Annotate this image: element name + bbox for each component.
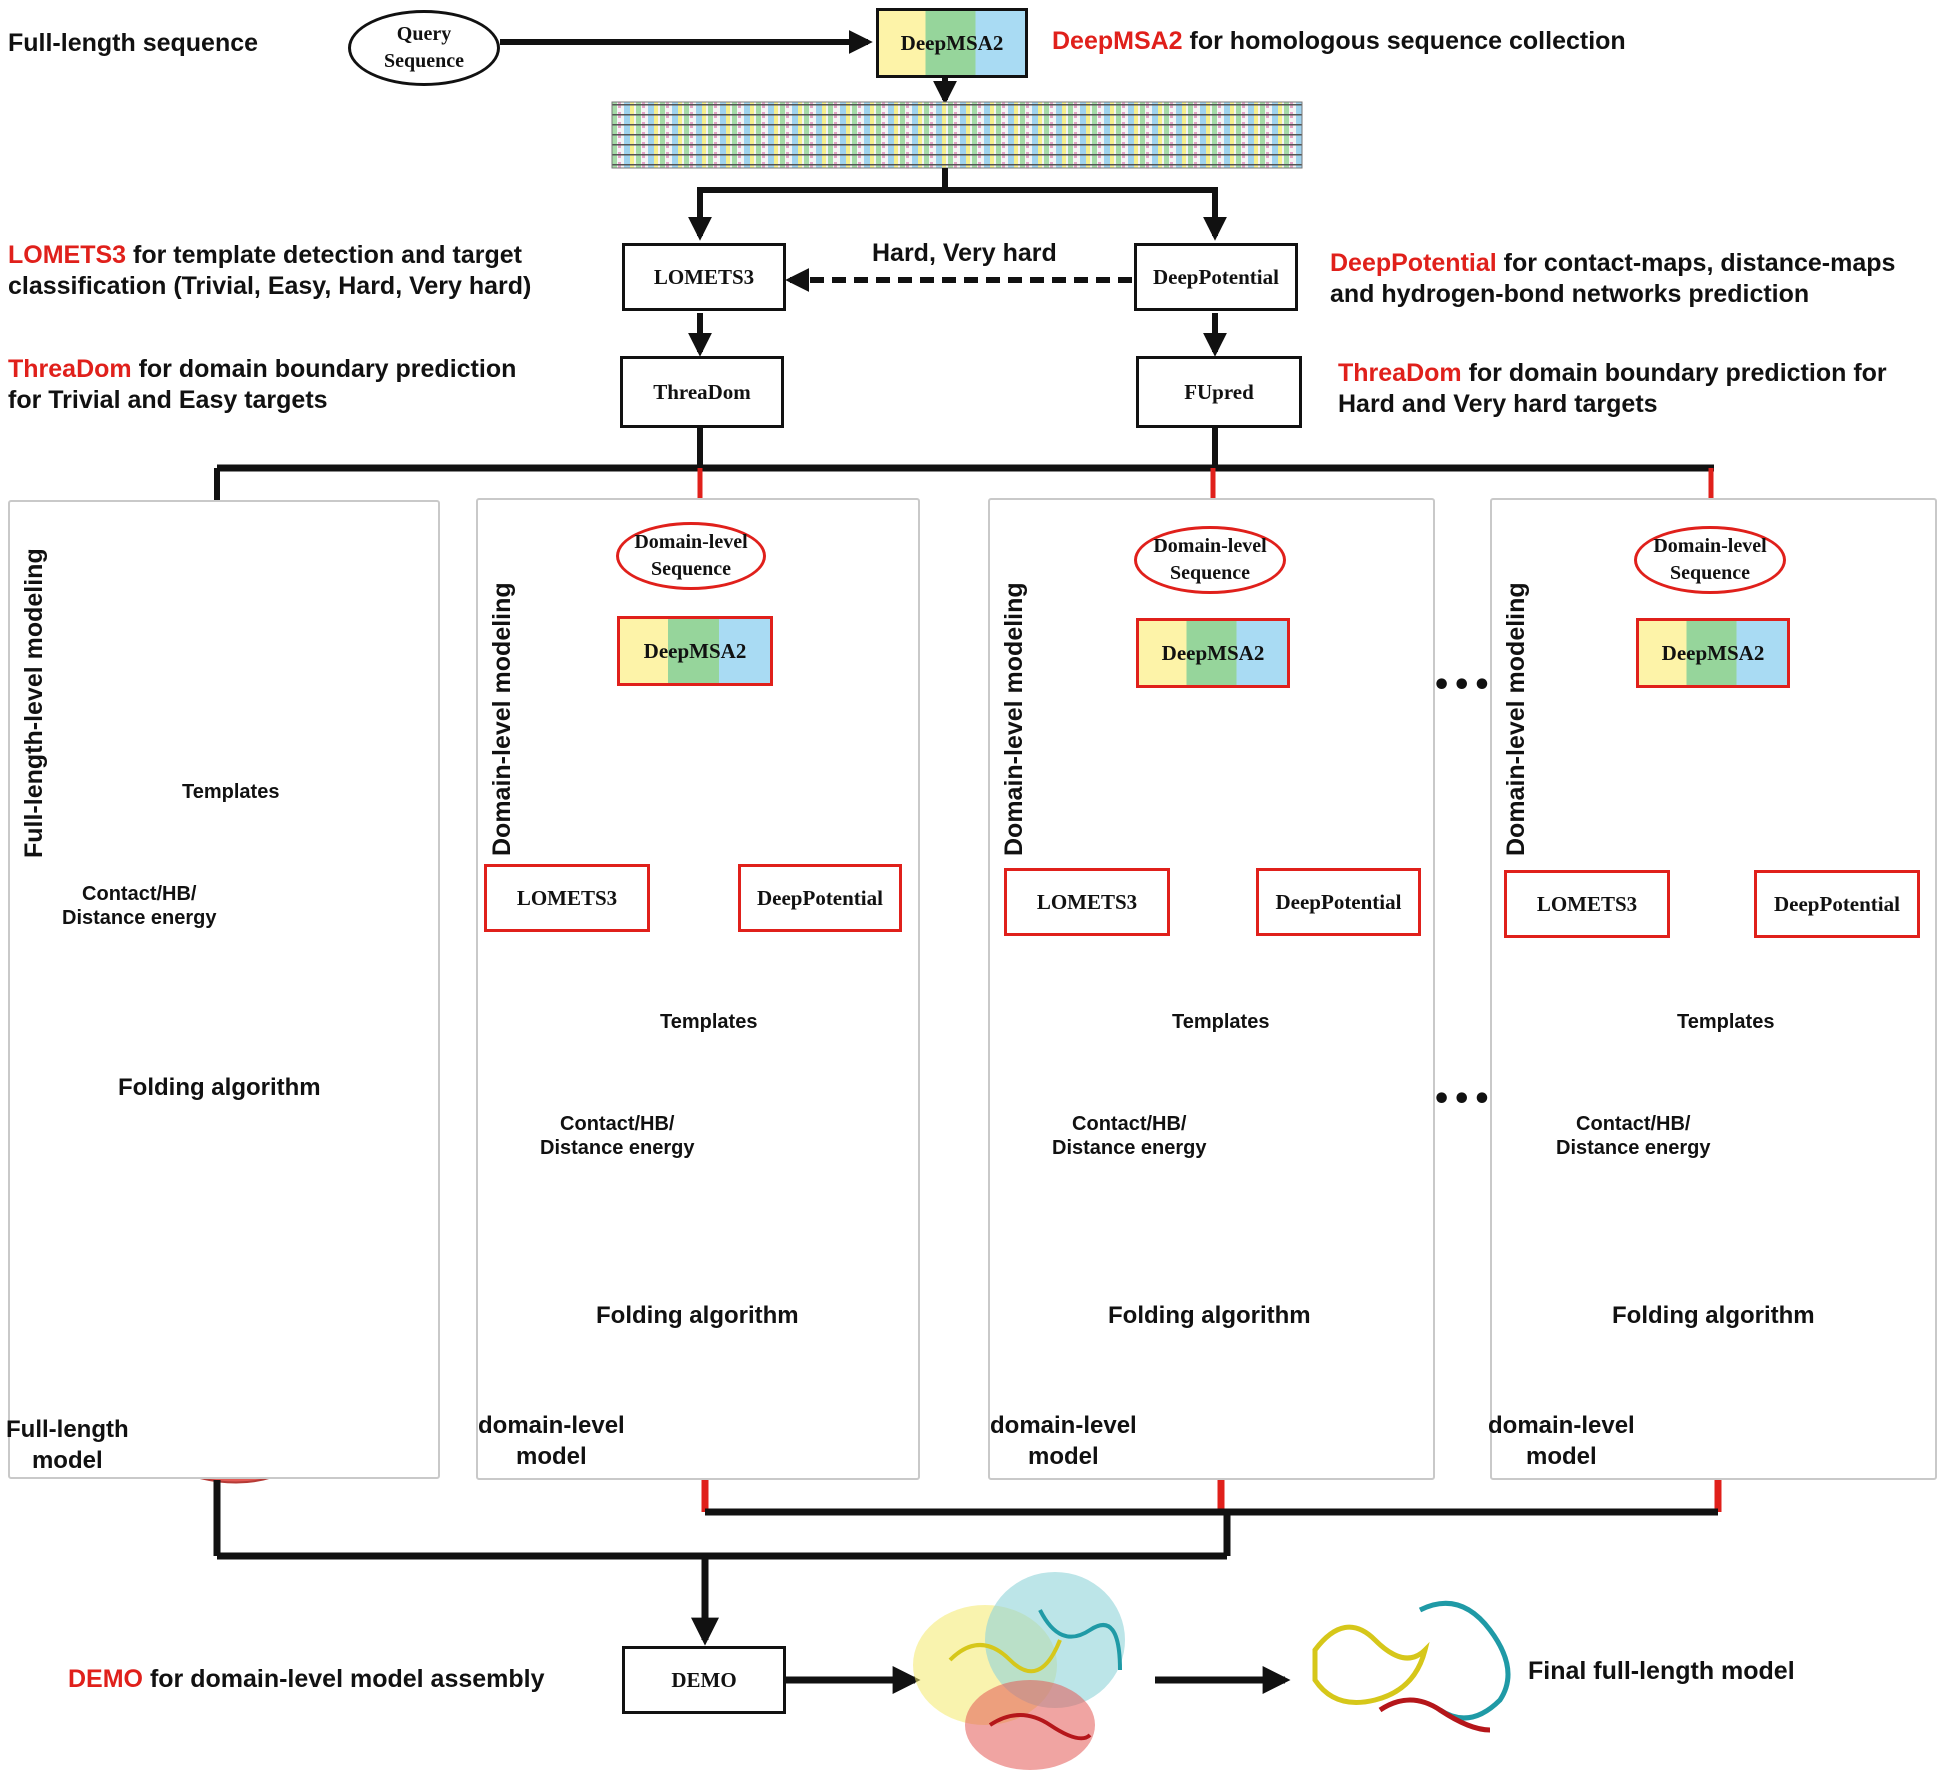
lomets3-node-top: LOMETS3 xyxy=(622,243,786,311)
deeppotential-desc-rest-1: for contact-maps, distance-maps xyxy=(1496,249,1896,277)
ellipsis-upper: ••• xyxy=(1432,668,1493,703)
threadom-left-rest-2: for Trivial and Easy targets xyxy=(8,386,328,414)
lomets3-node-2: LOMETS3 xyxy=(1004,868,1170,936)
threadom-left-rest-1: for domain boundary prediction xyxy=(131,355,517,383)
domain-sequence-node-1: Domain-level Sequence xyxy=(616,522,766,590)
lomets3-node-1: LOMETS3 xyxy=(484,864,650,932)
deepmsa2-desc-rest: for homologous sequence collection xyxy=(1182,27,1626,55)
deepmsa2-node-1: DeepMSA2 xyxy=(617,616,773,686)
lomets3-desc-name: LOMETS3 xyxy=(8,241,127,269)
deeppotential-description: DeepPotential for contact-maps, distance… xyxy=(1330,248,1895,310)
domain-sequence-node-2: Domain-level Sequence xyxy=(1134,526,1286,594)
demo-description: DEMO for domain-level model assembly xyxy=(68,1664,545,1695)
lomets3-node-3: LOMETS3 xyxy=(1504,870,1670,938)
domain-model-label-3: domain-level model xyxy=(1488,1412,1635,1470)
msa-alignment-top xyxy=(611,101,1303,169)
folding-label-full: Folding algorithm xyxy=(118,1074,321,1101)
full-length-model-label: Full-length model xyxy=(6,1416,129,1474)
threadom-right-rest-2: Hard and Very hard targets xyxy=(1338,390,1658,418)
folding-label-3: Folding algorithm xyxy=(1612,1302,1815,1329)
final-full-length-model xyxy=(1312,1600,1511,1733)
threadom-left-description: ThreaDom for domain boundary prediction f… xyxy=(8,354,516,416)
threadom-right-rest-1: for domain boundary prediction for xyxy=(1461,359,1887,387)
demo-node: DEMO xyxy=(622,1646,786,1714)
demo-desc-name: DEMO xyxy=(68,1665,143,1693)
lomets3-desc-rest-2: classification (Trivial, Easy, Hard, Ver… xyxy=(8,272,532,300)
demo-desc-rest: for domain-level model assembly xyxy=(143,1665,545,1693)
deeppotential-node-2: DeepPotential xyxy=(1256,868,1421,936)
folding-label-1: Folding algorithm xyxy=(596,1302,799,1329)
domain-model-label-1: domain-level model xyxy=(478,1412,625,1470)
templates-label-3: Templates xyxy=(1677,1011,1775,1033)
folding-label-2: Folding algorithm xyxy=(1108,1302,1311,1329)
deepmsa2-desc-name: DeepMSA2 xyxy=(1052,27,1183,55)
full-length-panel-title: Full-length-level modeling xyxy=(20,548,48,858)
deeppotential-desc-rest-2: and hydrogen-bond networks prediction xyxy=(1330,280,1810,308)
energy-label-1: Contact/HB/ Distance energy xyxy=(540,1113,695,1159)
query-sequence-node: Query Sequence xyxy=(348,10,500,86)
deeppotential-node-3: DeepPotential xyxy=(1754,870,1920,938)
deepmsa2-node-2: DeepMSA2 xyxy=(1136,618,1290,688)
deeppotential-node-top: DeepPotential xyxy=(1134,243,1298,311)
final-model-label: Final full-length model xyxy=(1528,1657,1795,1685)
threadom-left-name: ThreaDom xyxy=(8,355,132,383)
domain-panel-3-title: Domain-level modeling xyxy=(1502,582,1530,856)
deepmsa2-node-3: DeepMSA2 xyxy=(1636,618,1790,688)
domain-panel-2-title: Domain-level modeling xyxy=(1000,582,1028,856)
energy-label-full: Contact/HB/ Distance energy xyxy=(62,883,217,929)
threadom-right-name: ThreaDom xyxy=(1338,359,1462,387)
deepmsa2-description: DeepMSA2 for homologous sequence collect… xyxy=(1052,26,1626,57)
lomets3-desc-rest-1: for template detection and target xyxy=(126,241,522,269)
domain-panel-1-title: Domain-level modeling xyxy=(488,582,516,856)
deeppotential-node-1: DeepPotential xyxy=(738,864,902,932)
hard-very-hard-label: Hard, Very hard xyxy=(872,239,1057,267)
threadom-node: ThreaDom xyxy=(620,356,784,428)
deeppotential-desc-name: DeepPotential xyxy=(1330,249,1497,277)
full-length-panel xyxy=(8,500,440,1479)
assembled-model-translucent xyxy=(913,1572,1125,1770)
domain-model-label-2: domain-level model xyxy=(990,1412,1137,1470)
domain-sequence-node-3: Domain-level Sequence xyxy=(1634,526,1786,594)
energy-label-3: Contact/HB/ Distance energy xyxy=(1556,1113,1711,1159)
energy-label-2: Contact/HB/ Distance energy xyxy=(1052,1113,1207,1159)
fupred-node: FUpred xyxy=(1136,356,1302,428)
templates-label-full: Templates xyxy=(182,781,280,803)
deepmsa2-node-top: DeepMSA2 xyxy=(876,8,1028,78)
threadom-right-description: ThreaDom for domain boundary prediction … xyxy=(1338,358,1887,420)
full-length-sequence-label: Full-length sequence xyxy=(8,29,259,57)
ellipsis-lower: ••• xyxy=(1432,1082,1493,1117)
lomets3-description: LOMETS3 for template detection and targe… xyxy=(8,240,531,302)
templates-label-2: Templates xyxy=(1172,1011,1270,1033)
templates-label-1: Templates xyxy=(660,1011,758,1033)
